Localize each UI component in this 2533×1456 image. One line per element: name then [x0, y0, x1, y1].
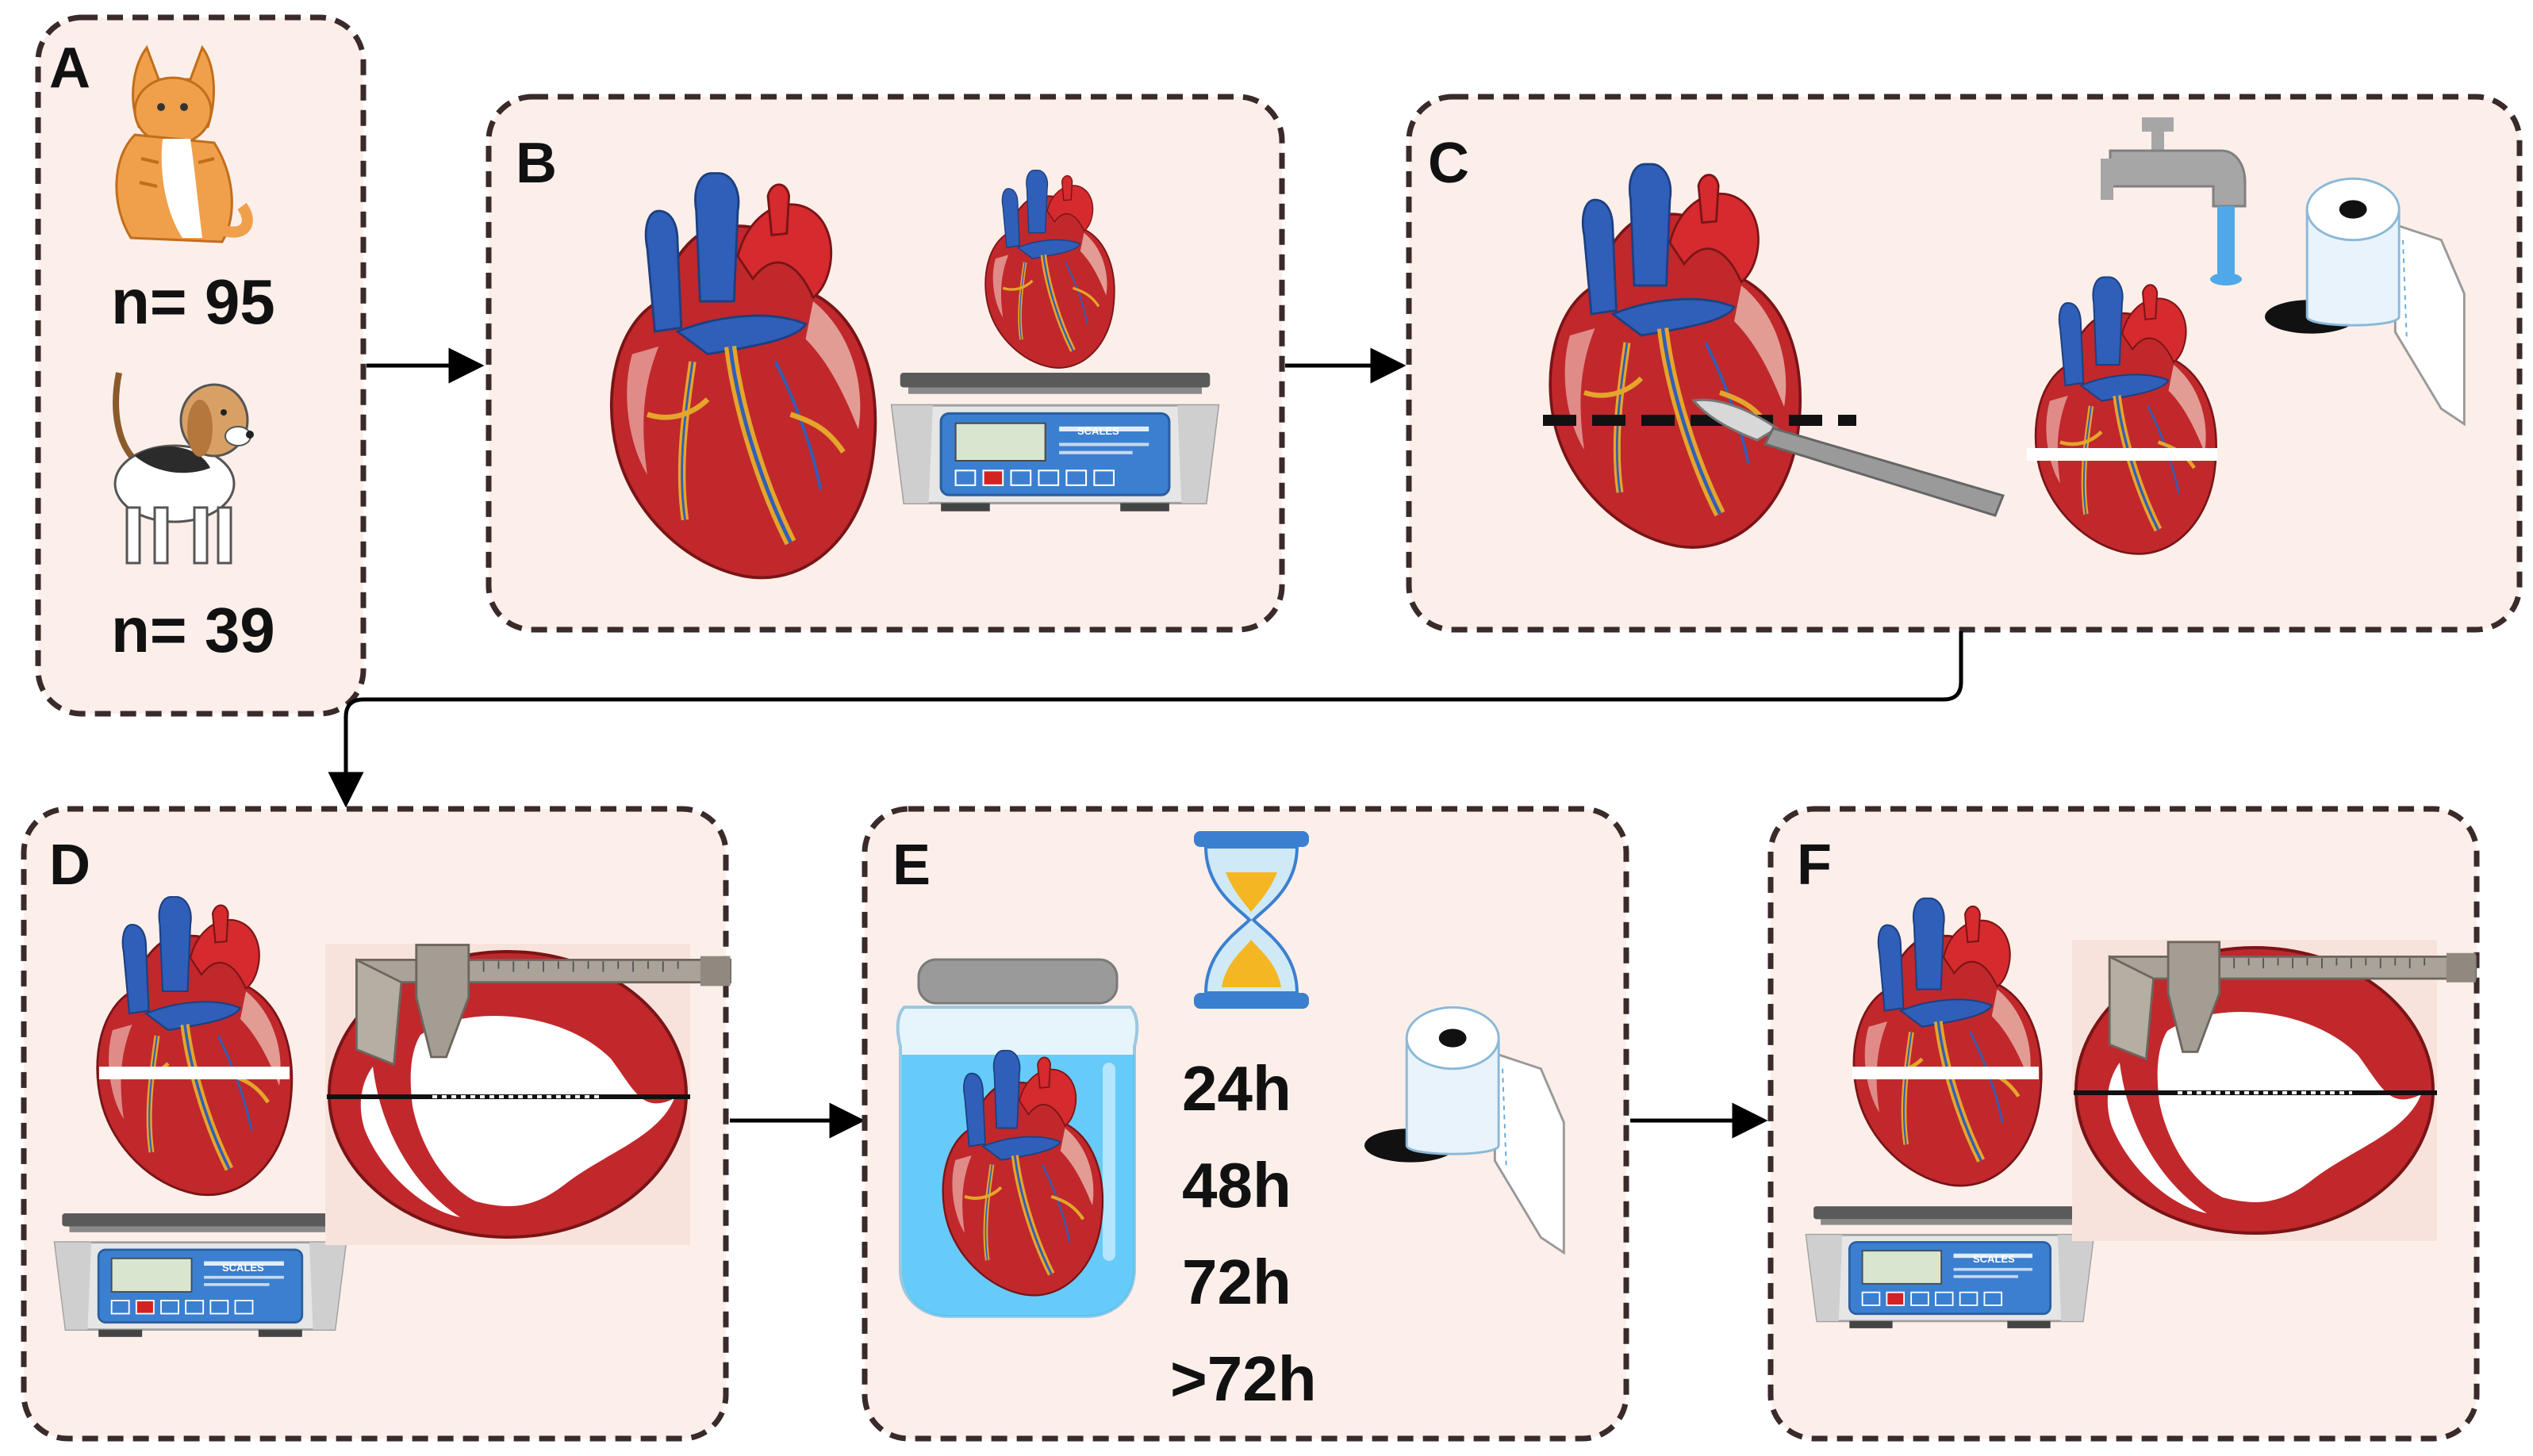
arrow-c-d — [328, 631, 1963, 808]
panel-b: B SCALES — [485, 94, 1285, 633]
scale-icon — [53, 1213, 347, 1339]
time-48h: 48h — [1182, 1150, 1291, 1220]
time-over-72h: >72h — [1170, 1343, 1317, 1414]
panel-a-label: A — [49, 36, 90, 100]
scale-label: SCALES — [1973, 1253, 2015, 1265]
panel-b-label: B — [516, 132, 557, 195]
panel-f-label: F — [1797, 833, 1832, 897]
time-24h: 24h — [1182, 1053, 1291, 1124]
scale-label: SCALES — [1077, 425, 1119, 437]
panel-f: F SCALES — [1767, 806, 2480, 1442]
section-cut — [1852, 1067, 2039, 1079]
section-cut — [2027, 448, 2217, 461]
panel-c-label: C — [1428, 132, 1469, 195]
faucet-icon — [2101, 117, 2247, 285]
panel-e-label: E — [892, 833, 931, 897]
hourglass-icon — [1194, 831, 1309, 1009]
scale-label: SCALES — [222, 1262, 264, 1274]
time-72h: 72h — [1182, 1247, 1291, 1317]
dog-count: n= 39 — [111, 595, 275, 665]
scale-icon — [1805, 1205, 2095, 1330]
scale-icon — [890, 373, 1220, 513]
panel-a: A n= 95 n= 39 — [35, 14, 367, 717]
section-cut — [99, 1067, 290, 1079]
cat-count: n= 95 — [111, 266, 275, 337]
scalpel-icon — [1691, 398, 2005, 517]
cat-icon — [115, 44, 253, 243]
panel-d: D SCALES — [21, 806, 732, 1442]
dog-icon — [113, 372, 254, 565]
panel-e: E 24h 48h 72h >72h — [862, 806, 1629, 1442]
panel-c: C — [1406, 94, 2523, 633]
panel-d-label: D — [49, 833, 90, 897]
